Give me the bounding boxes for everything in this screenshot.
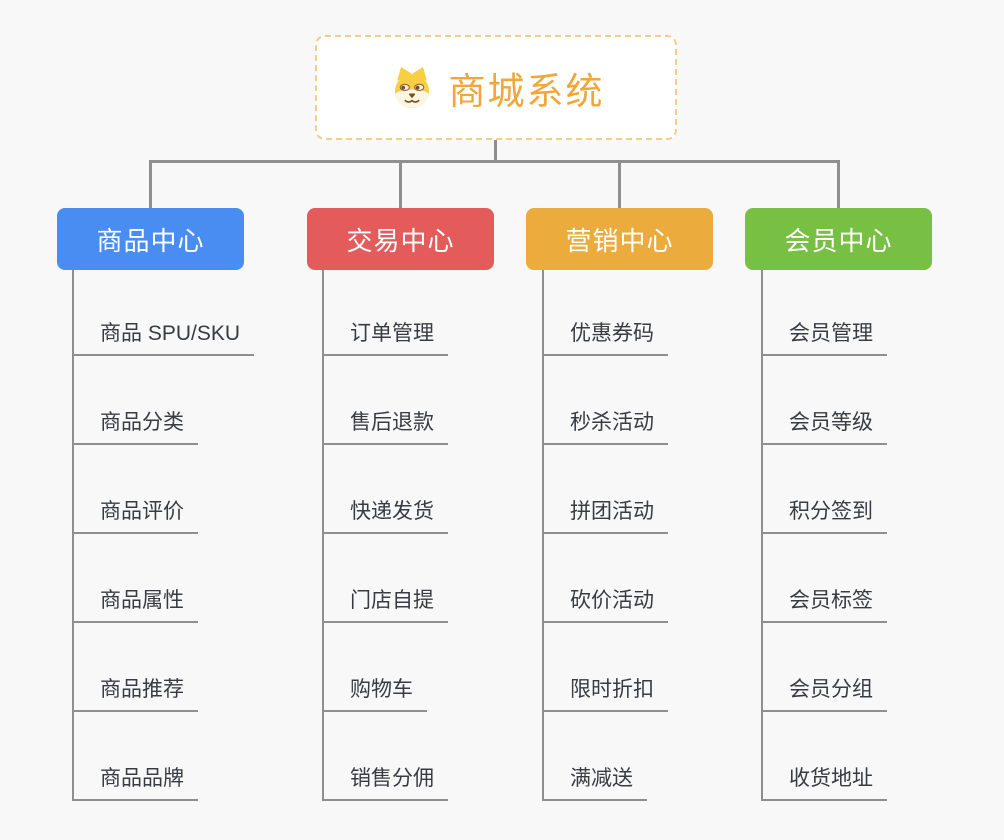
leaf-node[interactable]: 商品 SPU/SKU [72,306,255,356]
dog-muzzle [394,89,429,108]
connector-trunk-horizontal [149,160,840,163]
leaf-node[interactable]: 购物车 [322,662,427,712]
connector-root-drop [494,140,497,162]
spine-branch-4 [761,270,763,801]
root-title: 商城系统 [448,70,605,112]
leaf-node[interactable]: 商品评价 [72,484,198,534]
dog-ear-left [396,66,411,81]
leaf-node[interactable]: 快递发货 [322,484,448,534]
spine-branch-2 [322,270,324,801]
branch-node-member-center[interactable]: 会员中心 [745,208,932,270]
leaf-node[interactable]: 秒杀活动 [542,395,668,445]
leaf-node[interactable]: 优惠券码 [542,306,668,356]
connector-drop-branch-4 [837,160,840,208]
leaf-node[interactable]: 满减送 [542,751,647,801]
leaf-node[interactable]: 商品分类 [72,395,198,445]
spine-branch-3 [542,270,544,801]
leaf-node[interactable]: 会员管理 [761,306,887,356]
connector-drop-branch-3 [618,160,621,208]
leaf-node[interactable]: 会员分组 [761,662,887,712]
leaf-node[interactable]: 收货地址 [761,751,887,801]
leaf-node[interactable]: 限时折扣 [542,662,668,712]
leaf-node[interactable]: 砍价活动 [542,573,668,623]
leaf-node[interactable]: 订单管理 [322,306,448,356]
leaf-node[interactable]: 拼团活动 [542,484,668,534]
branch-node-product-center[interactable]: 商品中心 [57,208,244,270]
branch-node-marketing-center[interactable]: 营销中心 [526,208,713,270]
leaf-node[interactable]: 商品推荐 [72,662,198,712]
leaf-node[interactable]: 商品品牌 [72,751,198,801]
leaf-node[interactable]: 销售分佣 [322,751,448,801]
leaf-node[interactable]: 售后退款 [322,395,448,445]
connector-drop-branch-1 [149,160,152,208]
connector-drop-branch-2 [399,160,402,208]
dog-face-icon [388,64,436,112]
spine-branch-1 [72,270,74,801]
dog-ear-right [412,66,427,81]
leaf-node[interactable]: 商品属性 [72,573,198,623]
leaf-node[interactable]: 积分签到 [761,484,887,534]
leaf-node[interactable]: 会员标签 [761,573,887,623]
leaf-node[interactable]: 门店自提 [322,573,448,623]
leaf-node[interactable]: 会员等级 [761,395,887,445]
branch-node-trade-center[interactable]: 交易中心 [307,208,494,270]
root-node-mall-system[interactable]: 商城系统 [315,35,677,140]
